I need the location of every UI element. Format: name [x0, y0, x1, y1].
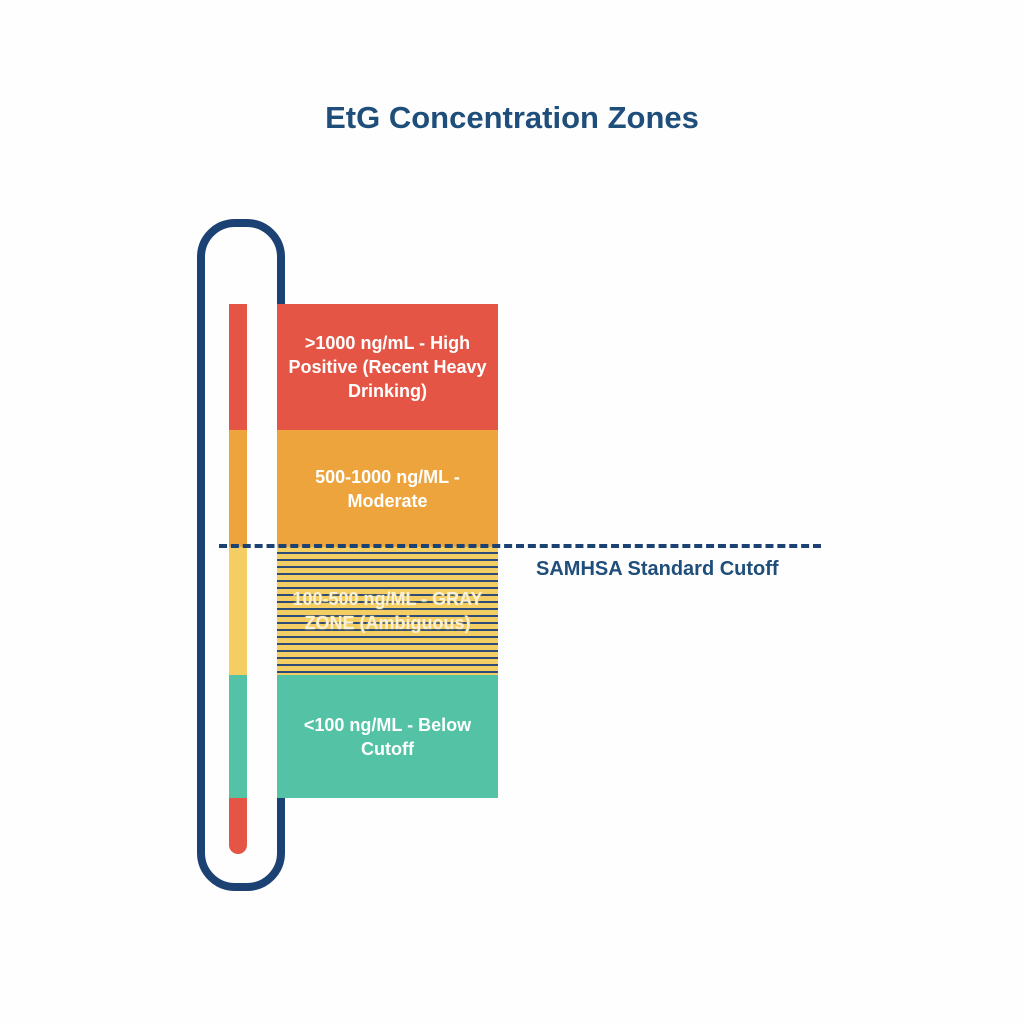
cutoff-label: SAMHSA Standard Cutoff: [536, 558, 779, 580]
tube-segment-bottom: [229, 798, 247, 854]
zone-below-cutoff: <100 ng/ML - Below Cutoff: [277, 675, 498, 798]
zone-moderate: 500-1000 ng/ML - Moderate: [277, 430, 498, 547]
zone-gray: 100-500 ng/ML - GRAY ZONE (Ambiguous): [277, 547, 498, 675]
tube-segment-gray: [229, 547, 247, 675]
test-tube-outline: [197, 219, 285, 891]
diagram-title: EtG Concentration Zones: [325, 100, 699, 135]
zone-below-label: <100 ng/ML - Below Cutoff: [303, 714, 472, 759]
cutoff-dashed-line: [219, 544, 821, 548]
zone-high-label: >1000 ng/mL - High Positive (Recent Heav…: [288, 333, 487, 401]
tube-segment-high: [229, 304, 247, 430]
zone-high-positive: >1000 ng/mL - High Positive (Recent Heav…: [277, 304, 498, 430]
tube-segment-below: [229, 675, 247, 798]
zone-moderate-label: 500-1000 ng/ML - Moderate: [315, 466, 460, 511]
tube-segment-moderate: [229, 430, 247, 547]
zone-gray-label: 100-500 ng/ML - GRAY ZONE (Ambiguous): [292, 589, 483, 633]
